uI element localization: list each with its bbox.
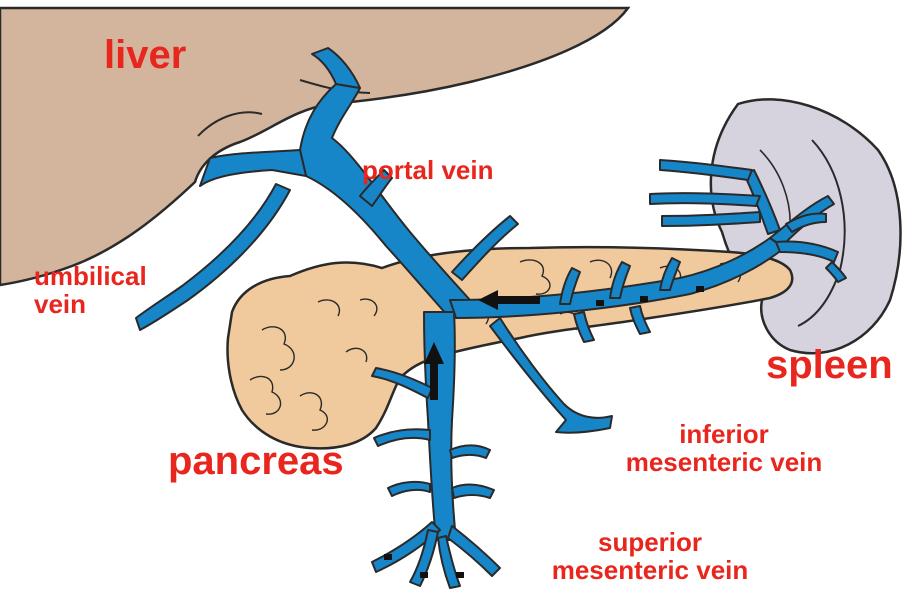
flow-tick (420, 572, 428, 578)
umbilical-vein-label-line: vein (34, 290, 147, 318)
inferior-mesenteric-vein-label-line: mesenteric vein (564, 448, 884, 476)
inferior-mesenteric-vein-label: inferior mesenteric vein (564, 420, 884, 476)
smv-branch (450, 446, 490, 459)
pancreas-label: pancreas (168, 440, 344, 483)
flow-tick (456, 572, 464, 578)
inferior-mesenteric-vein (490, 318, 612, 433)
smv-branch (388, 482, 430, 496)
portal-vein-label: portal vein (362, 156, 493, 184)
flow-tick (640, 296, 648, 302)
portal-vein-branch (200, 150, 306, 186)
smv-branch (374, 429, 430, 446)
superior-mesenteric-vein-label-line: mesenteric vein (500, 556, 800, 584)
splenic-vein-branch (662, 212, 760, 226)
umbilical-vein-label: umbilical vein (34, 262, 147, 318)
liver-label: liver (104, 34, 186, 77)
flow-tick (384, 554, 392, 560)
flow-tick (696, 286, 704, 292)
superior-mesenteric-vein-label-line: superior (500, 528, 800, 556)
splenic-vein-branch (650, 193, 760, 206)
spleen-label: spleen (766, 344, 893, 387)
inferior-mesenteric-vein-label-line: inferior (564, 420, 884, 448)
superior-mesenteric-vein-label: superior mesenteric vein (500, 528, 800, 584)
flow-tick (596, 300, 604, 306)
umbilical-vein-label-line: umbilical (34, 262, 147, 290)
smv-branch (448, 526, 500, 576)
superior-mesenteric-vein (424, 312, 456, 540)
smv-branch (452, 484, 494, 498)
